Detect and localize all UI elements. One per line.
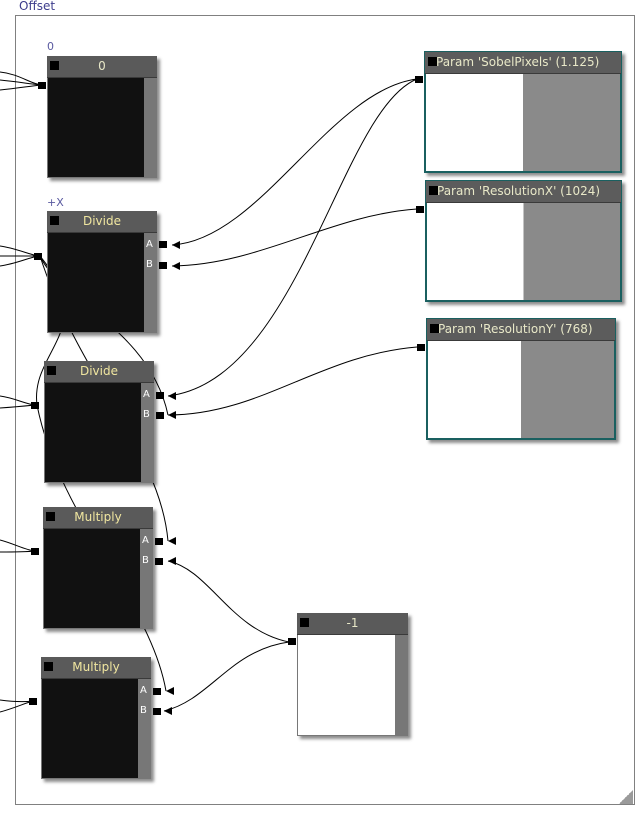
node-collapse-box[interactable] — [47, 366, 56, 375]
node-title: Multiply — [74, 510, 122, 524]
node-param-resolutionx[interactable]: Param 'ResolutionX' (1024) — [425, 180, 622, 302]
output-port[interactable] — [288, 638, 296, 645]
node-collapse-box[interactable] — [46, 512, 55, 521]
node-preview — [44, 529, 140, 628]
node-title: 0 — [98, 59, 106, 73]
output-port[interactable] — [31, 402, 39, 409]
input-a-label: A — [146, 239, 153, 250]
node-preview — [427, 203, 620, 300]
node-preview — [48, 78, 144, 177]
node-header[interactable]: Multiply — [41, 657, 151, 679]
output-port[interactable] — [417, 344, 425, 351]
input-port-a[interactable] — [156, 392, 164, 399]
output-port[interactable] — [31, 548, 39, 555]
node-preview — [426, 74, 620, 171]
node-collapse-box[interactable] — [430, 324, 439, 333]
input-port-b[interactable] — [159, 262, 167, 269]
node-title: Param 'SobelPixels' (1.125) — [436, 55, 600, 69]
input-b-label: B — [142, 555, 149, 566]
input-a-label: A — [140, 685, 147, 696]
node-header[interactable]: Param 'SobelPixels' (1.125) — [425, 52, 621, 74]
node-divide-x[interactable]: Divide A B — [47, 211, 157, 333]
node-collapse-box[interactable] — [300, 618, 309, 627]
output-port[interactable] — [34, 253, 42, 260]
node-title: Divide — [79, 364, 118, 378]
node-preview — [298, 635, 395, 735]
group-frame[interactable] — [15, 15, 635, 805]
input-port-a[interactable] — [153, 688, 161, 695]
node-title: Divide — [82, 214, 121, 228]
input-a-label: A — [143, 389, 150, 400]
node-multiply-2[interactable]: Multiply A B — [41, 657, 151, 779]
node-preview — [45, 383, 141, 482]
node-header[interactable]: Multiply — [43, 507, 153, 529]
input-b-label: B — [146, 259, 153, 270]
output-port[interactable] — [415, 76, 423, 83]
node-param-resolutiony[interactable]: Param 'ResolutionY' (768) — [426, 318, 616, 440]
node-constant-zero[interactable]: 0 — [47, 56, 157, 178]
node-preview — [428, 341, 614, 438]
node-constant-minus-one[interactable]: -1 — [297, 613, 408, 736]
node-param-sobelpixels[interactable]: Param 'SobelPixels' (1.125) — [424, 51, 622, 173]
input-port-a[interactable] — [155, 538, 163, 545]
node-title: -1 — [346, 616, 359, 630]
node-header[interactable]: Param 'ResolutionX' (1024) — [426, 181, 621, 203]
input-b-label: B — [140, 705, 147, 716]
node-collapse-box[interactable] — [429, 186, 438, 195]
node-title: Param 'ResolutionX' (1024) — [437, 184, 601, 198]
node-collapse-box[interactable] — [44, 662, 53, 671]
node-multiply-1[interactable]: Multiply A B — [43, 507, 153, 629]
node-header[interactable]: Divide — [47, 211, 157, 233]
node-title: Multiply — [72, 660, 120, 674]
node-caption: 0 — [47, 40, 54, 53]
output-port[interactable] — [29, 698, 37, 705]
input-port-b[interactable] — [155, 558, 163, 565]
group-resize-grip[interactable] — [619, 790, 633, 804]
node-header[interactable]: Param 'ResolutionY' (768) — [427, 319, 615, 341]
input-b-label: B — [143, 409, 150, 420]
group-title: Offset — [19, 0, 56, 13]
node-header[interactable]: -1 — [297, 613, 408, 635]
input-port-b[interactable] — [153, 708, 161, 715]
node-divide-y[interactable]: Divide A B — [44, 361, 154, 483]
output-port[interactable] — [38, 82, 46, 89]
input-port-b[interactable] — [156, 412, 164, 419]
node-header[interactable]: Divide — [44, 361, 154, 383]
node-title: Param 'ResolutionY' (768) — [438, 322, 593, 336]
input-port-a[interactable] — [159, 241, 167, 248]
node-header[interactable]: 0 — [47, 56, 157, 78]
node-collapse-box[interactable] — [428, 57, 437, 66]
input-a-label: A — [142, 535, 149, 546]
node-collapse-box[interactable] — [50, 61, 59, 70]
node-caption: +X — [47, 196, 64, 209]
node-collapse-box[interactable] — [50, 216, 59, 225]
output-port[interactable] — [416, 206, 424, 213]
node-preview — [42, 679, 138, 778]
node-preview — [48, 233, 144, 332]
